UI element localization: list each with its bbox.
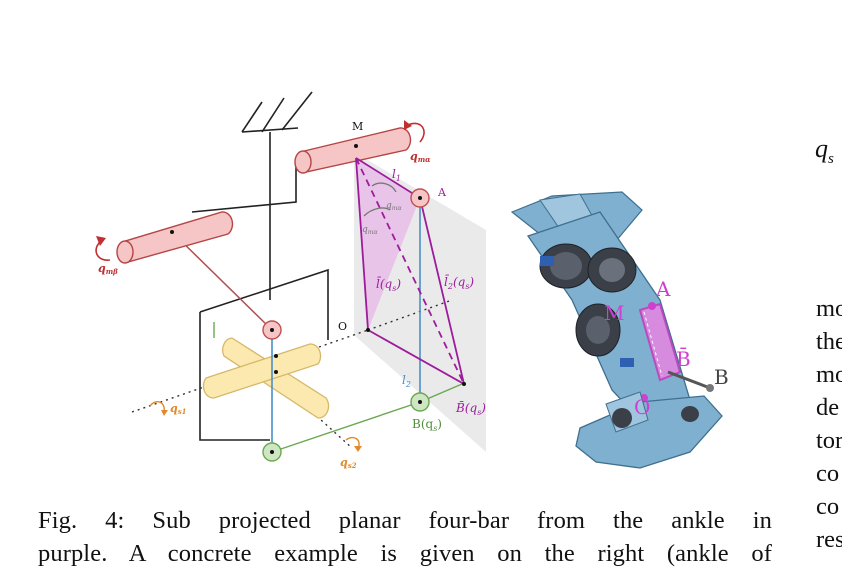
right-column-fragment-7: co <box>816 493 840 520</box>
label-Bbar: B̄(qs) <box>455 400 486 417</box>
ankle-cross-joint <box>202 337 330 419</box>
right-column-fragment-6: co <box>816 460 840 487</box>
robot-ankle-render <box>510 191 723 469</box>
right-column-fragment-2: the <box>816 328 842 355</box>
caption-line-2: purple. A concrete example is given on t… <box>38 540 772 567</box>
right-column-fragment-3: mo <box>816 361 842 388</box>
right-column-fragment-8: res <box>816 526 842 553</box>
label-lbar: l̄(qs) <box>376 275 401 293</box>
label-l2bar: l̄2(qs) <box>444 273 474 291</box>
rotation-arrow-s1 <box>149 401 168 416</box>
label-q-s1: qs1 <box>170 402 187 416</box>
motor-cylinder-alpha <box>294 127 412 174</box>
label-q-mbeta-angle: qmα <box>362 225 378 236</box>
red-link <box>171 231 273 331</box>
purple-four-bar <box>355 157 465 385</box>
rotation-arrow-alpha <box>404 120 425 143</box>
caption-line-1: Fig. 4: Sub projected planar four-bar fr… <box>38 507 772 534</box>
label-M: M <box>352 120 363 133</box>
label-A: A <box>437 186 447 199</box>
right-column-math: qs <box>815 134 834 168</box>
right-column-fragment-1: mo <box>816 295 842 322</box>
four-bar-shaded-region <box>356 158 420 330</box>
label-q-malpha: qmα <box>410 150 431 164</box>
label-O: O <box>338 320 347 333</box>
label-B: B(qs) <box>412 417 442 433</box>
right-column-fragment-5: tor <box>816 427 842 454</box>
rotation-arrow-s2 <box>345 436 362 452</box>
label-l1: l1 <box>392 167 401 183</box>
angle-arcs <box>363 182 397 217</box>
label-l2: l2 <box>402 373 411 389</box>
photo-label-M: M <box>604 301 624 325</box>
figure-caption: Fig. 4: Sub projected planar four-bar fr… <box>38 504 772 570</box>
photo-label-Bbar: B̄ <box>676 346 691 371</box>
photo-label-B: B <box>714 365 729 389</box>
motor-cylinder-beta <box>116 211 234 264</box>
ankle-four-bar-figure: M A O l1 l2 qmα qmβ qmα qmα l̄(qs) l̄2(q… <box>95 91 729 470</box>
right-column-fragment-4: de <box>816 394 840 421</box>
label-q-s2: qs2 <box>340 456 357 470</box>
photo-label-A: A <box>655 277 671 301</box>
photo-label-O: O <box>634 395 650 419</box>
label-q-malpha-angle: qmα <box>386 201 402 212</box>
rotation-arrow-beta <box>95 236 111 261</box>
label-q-mbeta: qmβ <box>98 262 118 276</box>
